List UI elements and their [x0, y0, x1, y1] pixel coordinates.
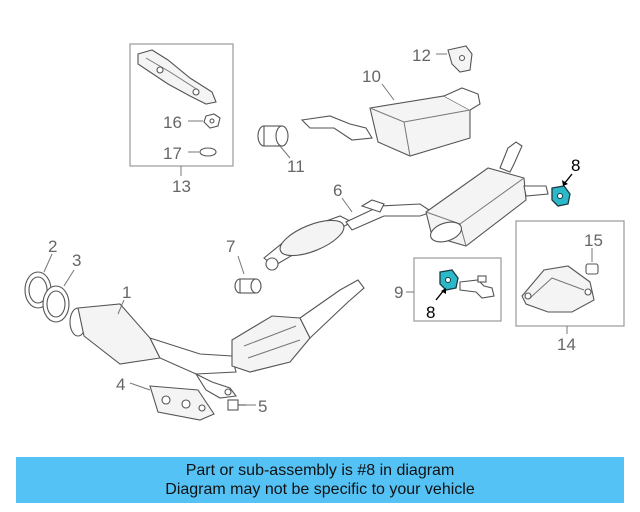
callout-12: 12	[412, 46, 431, 65]
main-muffler	[425, 141, 549, 247]
part-15-fastener	[585, 248, 599, 275]
callout-11: 11	[287, 157, 305, 176]
callout-14: 14	[557, 335, 576, 354]
banner-line-1: Part or sub-assembly is #8 in diagram	[185, 462, 455, 479]
callout-6: 6	[333, 181, 342, 200]
box-9	[413, 257, 502, 322]
callout-8-top: 8	[571, 156, 580, 175]
part-8-hanger-insulator-bottom	[435, 269, 459, 301]
part-3-gasket	[42, 269, 75, 323]
info-banner: Part or sub-assembly is #8 in diagram Di…	[16, 457, 624, 503]
callout-8-bottom: 8	[426, 303, 435, 322]
callout-2: 2	[48, 237, 57, 256]
box-14	[515, 220, 625, 327]
part-16-clip	[188, 113, 221, 129]
part-6-intermediate-pipe	[263, 199, 434, 271]
callout-5: 5	[258, 397, 267, 416]
part-1-front-pipe-catalytic-converter	[69, 279, 365, 399]
exhaust-system-diagram: 16 17 13 12 10 11 6	[24, 43, 625, 421]
heat-shield	[137, 49, 217, 105]
callout-7: 7	[226, 237, 235, 256]
callout-15: 15	[584, 231, 603, 250]
part-7-flex-joint	[234, 255, 262, 294]
callout-3: 3	[72, 251, 81, 270]
callout-16: 16	[163, 113, 182, 132]
part-11-clamp	[257, 125, 291, 159]
callout-13: 13	[172, 177, 191, 196]
part-17-nut	[188, 147, 217, 157]
part-5-bolt	[227, 399, 256, 411]
banner-line-2: Diagram may not be specific to your vehi…	[165, 481, 475, 498]
part-8-hanger-insulator-top	[551, 173, 573, 207]
part-14-heat-shield	[521, 265, 595, 313]
callout-4: 4	[116, 375, 125, 394]
callout-10: 10	[362, 67, 381, 86]
part-12-bracket	[436, 45, 473, 73]
callout-9: 9	[394, 283, 403, 302]
callout-1: 1	[122, 283, 131, 302]
part-10-rear-muffler	[300, 87, 481, 157]
callout-17: 17	[163, 144, 182, 163]
part-9-hanger-rod	[459, 275, 495, 299]
part-4-manifold-gasket	[129, 382, 215, 421]
